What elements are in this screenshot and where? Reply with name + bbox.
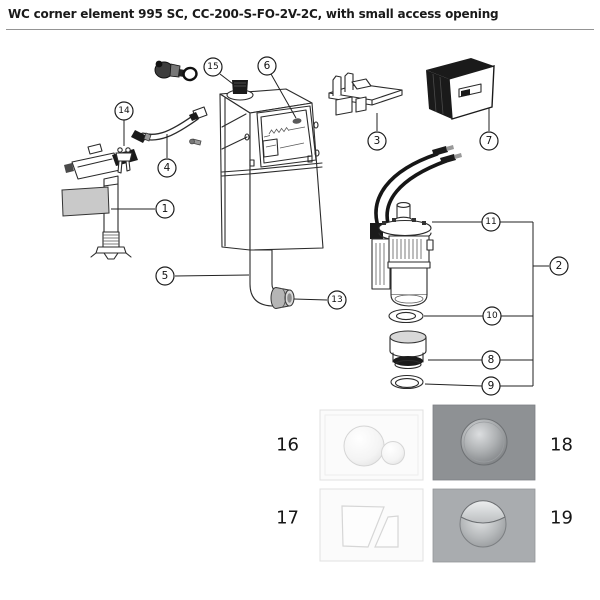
svg-text:9: 9 <box>488 380 495 392</box>
plate-16 <box>319 409 424 481</box>
plate-16-label: 16 <box>276 435 299 456</box>
valve-cage-slots <box>392 239 422 259</box>
callout-6: 6 <box>257 56 277 76</box>
svg-text:15: 15 <box>207 62 218 72</box>
svg-text:4: 4 <box>164 162 171 174</box>
callout-10: 10 <box>482 306 502 326</box>
callout-14: 14 <box>114 101 134 121</box>
callout-4: 4 <box>157 158 177 178</box>
callout-9: 9 <box>481 376 501 396</box>
callout-15: 15 <box>203 57 223 77</box>
plate-17-label: 17 <box>276 508 299 529</box>
valve-seat <box>389 330 427 370</box>
access-opening <box>256 105 317 168</box>
flush-button-small <box>381 441 405 465</box>
flush-valve <box>370 145 462 307</box>
svg-text:1: 1 <box>162 203 169 215</box>
o-ring <box>182 66 198 82</box>
flush-button-round <box>460 418 508 466</box>
flush-button-large <box>343 425 385 467</box>
title-divider <box>6 29 594 30</box>
cable-connectors <box>432 145 462 164</box>
svg-text:7: 7 <box>486 135 493 147</box>
callout-5: 5 <box>155 266 175 286</box>
flush-bend-pipe <box>249 249 295 310</box>
seal-ring <box>388 308 424 324</box>
svg-text:3: 3 <box>374 135 381 147</box>
cistern-tank <box>219 80 324 251</box>
page-title: WC corner element 995 SC, CC-200-S-FO-2V… <box>8 7 499 21</box>
callout-1: 1 <box>155 199 175 219</box>
callout-3: 3 <box>367 131 387 151</box>
svg-text:14: 14 <box>118 106 130 116</box>
angle-fitting <box>154 60 198 82</box>
protection-box <box>426 58 495 120</box>
svg-text:5: 5 <box>162 270 169 282</box>
svg-text:13: 13 <box>331 295 342 305</box>
plate-19-label: 19 <box>550 508 573 529</box>
gasket-ring <box>390 374 424 390</box>
pipe-sleeve <box>270 286 295 310</box>
callout-8: 8 <box>481 350 501 370</box>
plate-17 <box>319 488 424 562</box>
callout-7: 7 <box>479 131 499 151</box>
flush-button-large <box>341 505 385 548</box>
svg-text:10: 10 <box>486 311 498 321</box>
filler-cap <box>226 80 254 101</box>
supply-hose <box>131 106 208 143</box>
callout-2: 2 <box>549 256 569 276</box>
fill-valve-threads <box>102 231 120 248</box>
float-clip <box>115 147 133 174</box>
flush-button-small <box>374 515 399 548</box>
lever-pin <box>292 118 302 124</box>
svg-text:8: 8 <box>488 354 495 366</box>
callout-13: 13 <box>327 290 347 310</box>
svg-text:2: 2 <box>556 260 563 272</box>
flush-button-top-segment <box>460 500 506 524</box>
svg-text:11: 11 <box>485 217 496 227</box>
small-screw <box>189 138 202 146</box>
callout-11: 11 <box>481 212 501 232</box>
svg-text:6: 6 <box>264 60 271 72</box>
fill-valve <box>61 143 138 260</box>
mounting-bracket <box>328 72 403 116</box>
plate-19 <box>432 488 536 563</box>
leader-lines <box>111 73 549 387</box>
plate-18 <box>432 404 536 481</box>
plate-18-label: 18 <box>550 435 573 456</box>
